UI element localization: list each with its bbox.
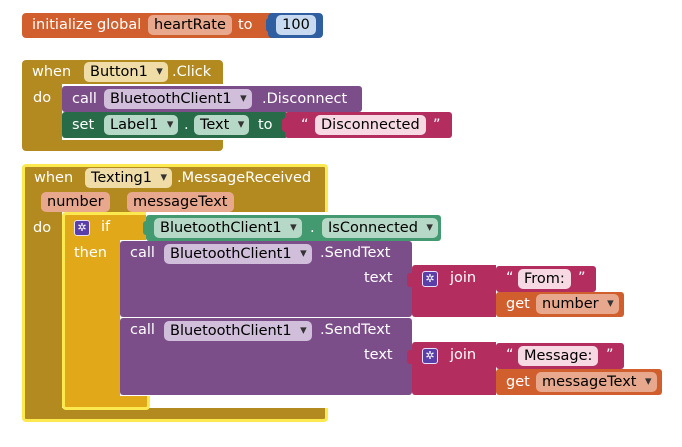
quote-close: ” — [433, 117, 441, 133]
gear-icon[interactable]: ✲ — [422, 271, 438, 287]
when-label-2: when — [34, 170, 74, 186]
message-received-event-block[interactable]: when Texting1 .MessageReceived number me… — [22, 164, 328, 212]
join2-quote-close: ” — [606, 347, 614, 363]
texting1-dropdown[interactable]: Texting1 — [85, 168, 172, 188]
do-label-2: do — [33, 220, 52, 236]
call2-bluetooth-dropdown[interactable]: BluetoothClient1 — [164, 321, 312, 341]
click-event-label: .Click — [172, 64, 212, 80]
call-label: call — [72, 91, 97, 107]
number-value-field[interactable]: 100 — [276, 15, 316, 35]
is-connected-getter-block[interactable]: BluetoothClient1 . IsConnected — [143, 215, 441, 241]
call2-sendtext-label: .SendText — [320, 322, 391, 338]
quote-open: “ — [301, 117, 309, 133]
button-click-event-bottom — [22, 140, 223, 151]
is-connected-dropdown[interactable]: IsConnected — [322, 218, 438, 238]
join2-label: join — [450, 347, 477, 363]
set-label: set — [72, 117, 95, 133]
getter-connector — [143, 221, 149, 235]
if-then-block[interactable]: ✲ if — [62, 212, 146, 240]
gear-icon[interactable]: ✲ — [422, 348, 438, 364]
join1-label: join — [450, 270, 477, 286]
join2-string-block[interactable]: “ Message: ” — [496, 343, 624, 369]
join1-connector — [407, 273, 413, 287]
call1-sendtext-label: .SendText — [320, 245, 391, 261]
call-disconnect-block[interactable]: call BluetoothClient1 .Disconnect — [62, 86, 362, 112]
call2-label: call — [130, 322, 155, 338]
disconnected-string-field[interactable]: Disconnected — [315, 115, 426, 135]
disconnected-string-block[interactable]: “ Disconnected ” — [282, 112, 452, 138]
set-to-label: to — [258, 117, 273, 133]
join1-quote-close: ” — [578, 270, 586, 286]
call1-text-socket-label: text — [364, 270, 393, 286]
from-string-field[interactable]: From: — [518, 269, 571, 289]
button1-dropdown[interactable]: Button1 — [84, 62, 168, 82]
join2-quote-open: “ — [506, 347, 514, 363]
initialize-global-block[interactable]: initialize global heartRate to — [22, 13, 278, 38]
disconnect-method-label: .Disconnect — [262, 91, 348, 107]
button-click-event-side — [22, 84, 62, 140]
get-message-text-dropdown[interactable]: messageText — [536, 372, 657, 392]
message-event-side — [22, 212, 62, 408]
join1-string-block[interactable]: “ From: ” — [496, 266, 596, 292]
get-number-block[interactable]: get number — [496, 292, 624, 317]
join-block-2[interactable]: ✲ join — [407, 342, 496, 395]
global-var-name-field[interactable]: heartRate — [148, 15, 232, 35]
join2-connector — [407, 350, 413, 364]
initialize-global-label: initialize global — [32, 17, 142, 33]
if-then-side — [62, 240, 120, 400]
param-message-text[interactable]: messageText — [127, 192, 234, 212]
number-block-connector — [266, 18, 272, 32]
set-dot-label: . — [184, 117, 189, 133]
send-text-call-block-1[interactable]: call BluetoothClient1 .SendText text — [120, 241, 412, 317]
message-string-field[interactable]: Message: — [518, 346, 599, 366]
get-number-label: get — [506, 296, 530, 312]
if-then-bottom — [62, 396, 150, 410]
get-number-dropdown[interactable]: number — [536, 294, 619, 314]
text-property-dropdown[interactable]: Text — [194, 115, 250, 135]
bluetooth-client-dropdown-2[interactable]: BluetoothClient1 — [154, 218, 302, 238]
send-text-call-block-2[interactable]: call BluetoothClient1 .SendText text — [120, 318, 412, 395]
call1-bluetooth-dropdown[interactable]: BluetoothClient1 — [164, 244, 312, 264]
cond-dot-label: . — [310, 220, 315, 236]
when-label: when — [32, 64, 72, 80]
bluetooth-client-dropdown[interactable]: BluetoothClient1 — [104, 89, 252, 109]
get-message-text-block[interactable]: get messageText — [496, 369, 662, 395]
do-label: do — [33, 90, 52, 106]
join1-quote-open: “ — [506, 270, 514, 286]
message-event-bottom — [22, 408, 328, 422]
set-label-text-block[interactable]: set Label1 . Text to — [62, 112, 288, 138]
button-click-event-block[interactable]: when Button1 .Click — [22, 60, 223, 84]
gear-icon[interactable]: ✲ — [74, 220, 90, 236]
if-label: if — [101, 219, 111, 235]
then-label: then — [74, 245, 107, 261]
number-block[interactable]: 100 — [266, 13, 323, 38]
join-block-1[interactable]: ✲ join — [407, 265, 496, 317]
string-block-connector — [282, 118, 288, 132]
label1-dropdown[interactable]: Label1 — [104, 115, 179, 135]
param-number[interactable]: number — [41, 192, 110, 212]
global-to-label: to — [238, 17, 253, 33]
get-message-text-label: get — [506, 374, 530, 390]
message-received-label: .MessageReceived — [177, 170, 312, 186]
call1-label: call — [130, 245, 155, 261]
call2-text-socket-label: text — [364, 347, 393, 363]
